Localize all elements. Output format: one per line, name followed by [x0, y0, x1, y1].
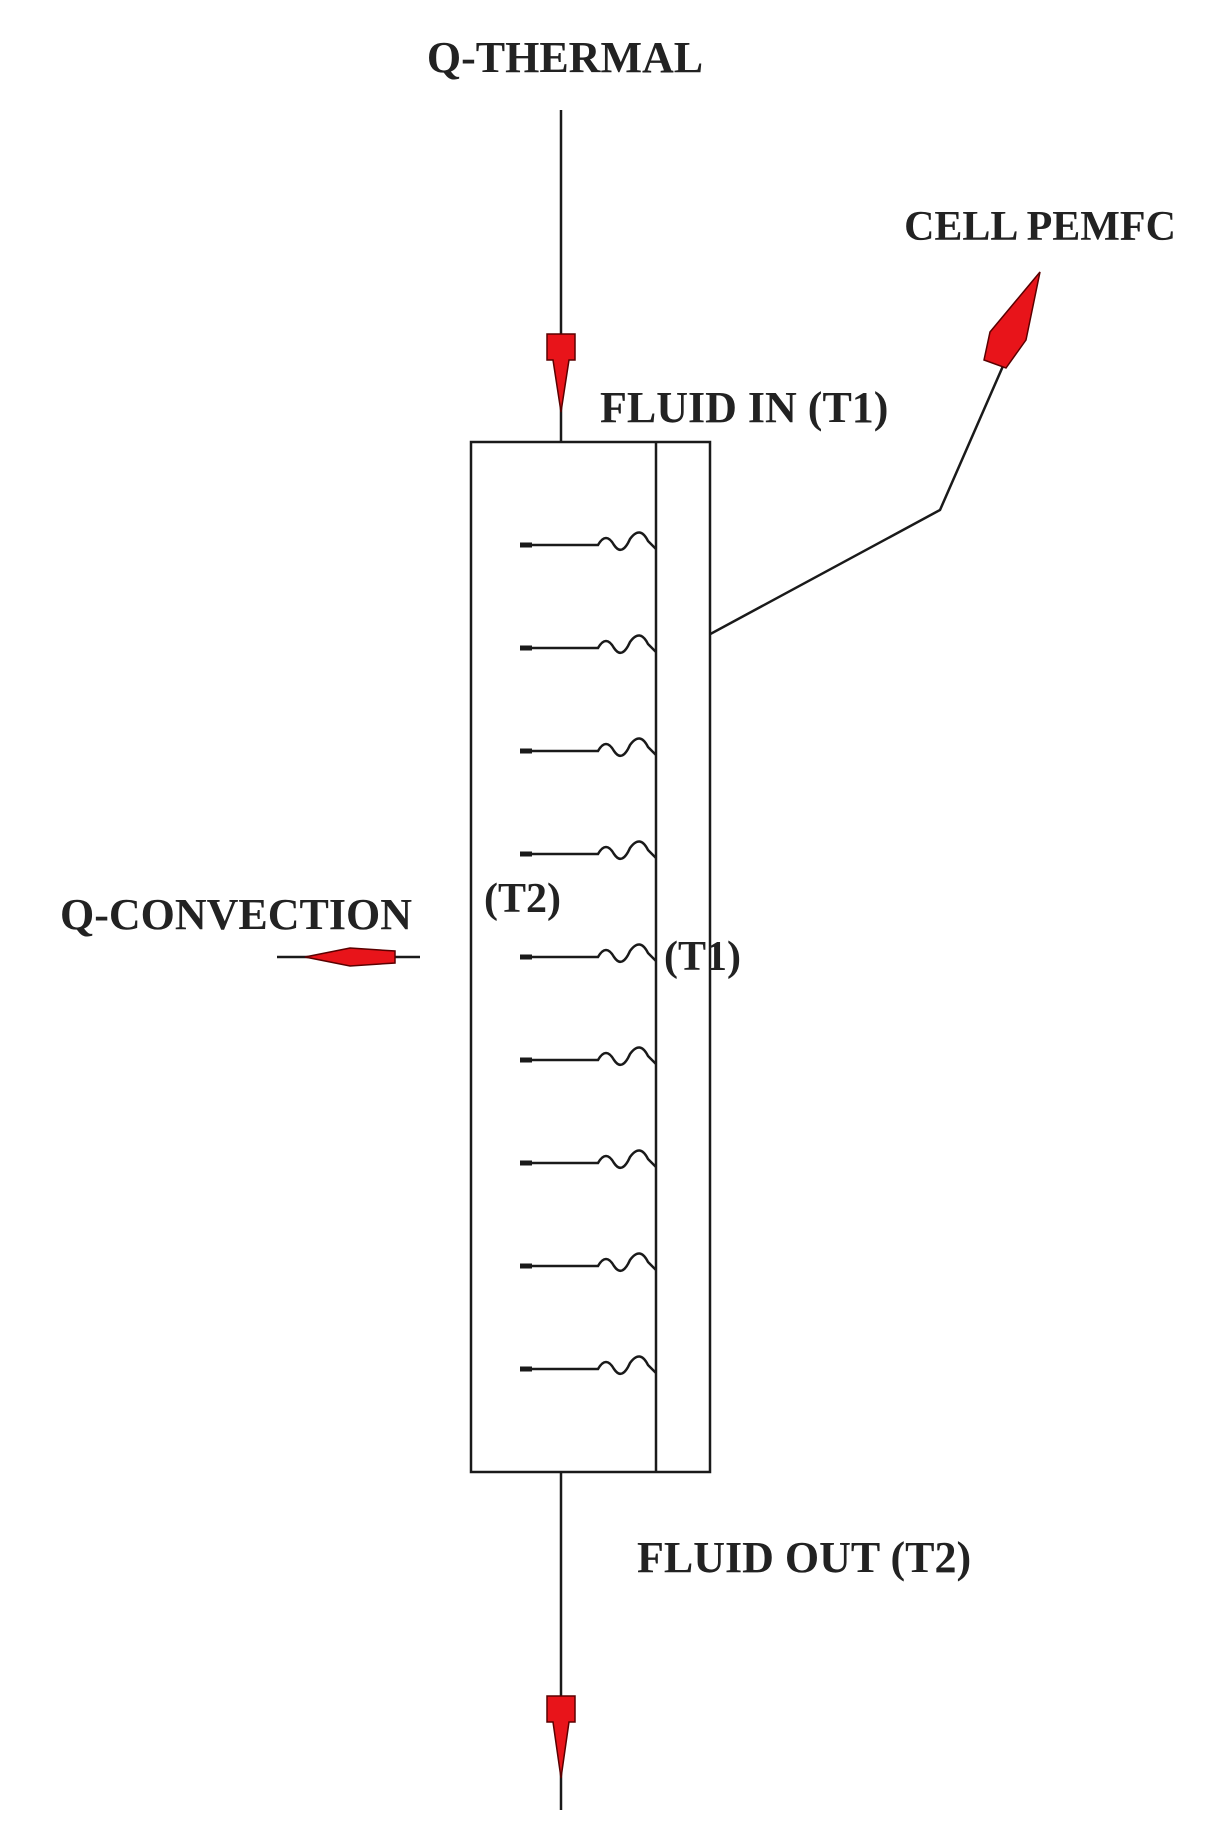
fluid-in-label: FLUID IN (T1) [600, 383, 888, 432]
heat-resistor-terminal-8 [520, 1263, 532, 1269]
fluid-out-label: FLUID OUT (T2) [637, 1533, 971, 1582]
heat-resistor-terminal-7 [520, 1160, 532, 1166]
q-thermal-label: Q-THERMAL [427, 33, 703, 82]
heat-resistor-8 [522, 1252, 657, 1273]
heat-resistor-3 [522, 737, 657, 758]
heat-resistor-9 [522, 1355, 657, 1376]
heat-resistor-6 [522, 1046, 657, 1067]
heat-resistor-terminal-3 [520, 748, 532, 754]
heat-resistor-terminal-9 [520, 1366, 532, 1372]
heat-resistor-7 [522, 1149, 657, 1170]
heat-resistor-terminal-5 [520, 954, 532, 960]
cell-pemfc-label: CELL PEMFC [904, 204, 1176, 250]
heat-resistor-terminal-4 [520, 851, 532, 857]
heat-resistor-1 [522, 531, 657, 552]
cell-pemfc-arrow [983, 271, 1041, 369]
t2-inner-label: (T2) [484, 876, 561, 922]
cell-pemfc-leader-line [689, 349, 1012, 647]
heat-resistor-2 [522, 634, 657, 655]
thermal-inflow-arrow [546, 333, 576, 413]
heat-resistor-terminal-6 [520, 1057, 532, 1063]
heat-resistor-terminal-1 [520, 542, 532, 548]
heat-resistor-5 [522, 943, 657, 964]
heat-transfer-elements [520, 531, 657, 1376]
heat-resistor-4 [522, 840, 657, 861]
q-convection-label: Q-CONVECTION [60, 890, 412, 939]
convection-arrow [304, 947, 396, 967]
fluid-outflow-arrow [546, 1695, 576, 1779]
heat-resistor-terminal-2 [520, 645, 532, 651]
t1-inner-label: (T1) [664, 934, 741, 980]
